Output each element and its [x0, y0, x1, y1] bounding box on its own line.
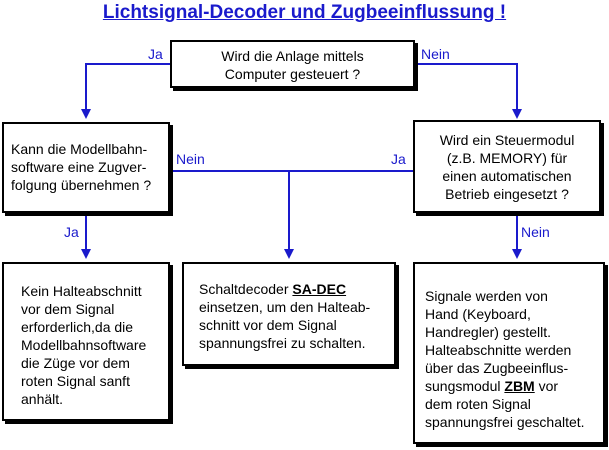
page-title: Lichtsignal-Decoder und Zugbeeinflussung…: [102, 2, 507, 23]
result-3-line-7: dem roten Signal: [425, 396, 531, 412]
label-nein-q2: Nein: [176, 151, 205, 167]
result-1-line-4: Modellbahnsoftware: [21, 337, 147, 353]
question-steuermodul-line-3: einen automatischen: [442, 168, 572, 184]
result-3-line-2: Hand (Keyboard,: [425, 306, 531, 322]
result-3-line-6: sungsmodul ZBM vor: [425, 377, 603, 395]
result-no-halteabschnitt-box: Kein Halteabschnitt vor dem Signal erfor…: [2, 262, 170, 421]
result-1-line-5: die Züge vor dem: [21, 355, 130, 371]
result-3-line-3: Handregler) gestellt.: [425, 324, 552, 340]
question-computer-box: Wird die Anlage mittels Computer gesteue…: [170, 40, 415, 88]
result-2-line-4: spannungsfrei zu schalten.: [199, 335, 366, 351]
result-3-line-8: spannungsfrei geschaltet.: [425, 414, 585, 430]
result-3-post: vor: [534, 378, 559, 394]
result-1-line-6: roten Signal sanft: [21, 373, 130, 389]
result-2-pre: Schaltdecoder: [199, 281, 293, 297]
result-zbm-box: Signale werden von Hand (Keyboard, Handr…: [413, 262, 605, 444]
product-zbm: ZBM: [504, 378, 535, 394]
result-3-line-1: Signale werden von: [425, 288, 548, 304]
question-computer-line-2: Computer gesteuert ?: [224, 66, 361, 82]
question-steuermodul-box: Wird ein Steuermodul (z.B. MEMORY) für e…: [413, 120, 601, 213]
question-steuermodul-line-1: Wird ein Steuermodul: [439, 132, 575, 148]
question-software-line-2: software eine Zugver-: [11, 159, 147, 175]
result-sa-dec-box: Schaltdecoder SA-DEC einsetzen, um den H…: [182, 262, 396, 366]
result-3-pre: sungsmodul: [425, 378, 505, 394]
label-ja-q2: Ja: [64, 224, 79, 240]
result-1-line-2: vor dem Signal: [21, 301, 115, 317]
product-sa-dec: SA-DEC: [292, 281, 347, 297]
result-2-line-2: einsetzen, um den Halteab-: [199, 299, 371, 315]
result-1-line-7: anhält.: [21, 391, 64, 407]
label-ja-q1: Ja: [148, 46, 163, 62]
question-steuermodul-line-4: Betrieb eingesetzt ?: [445, 186, 569, 202]
label-nein-q1: Nein: [421, 46, 450, 62]
arrow-q1-nein: [415, 63, 522, 119]
result-1-line-3: erforderlich,da die: [21, 319, 134, 335]
question-computer-line-1: Wird die Anlage mittels: [221, 48, 364, 64]
label-ja-q3: Ja: [391, 151, 406, 167]
question-software-box: Kann die Modellbahn- software eine Zugve…: [2, 122, 170, 213]
result-3-line-4: Halteabschnitte werden: [425, 342, 572, 358]
question-software-line-1: Kann die Modellbahn-: [11, 141, 148, 157]
question-software-line-3: folgung übernehmen ?: [11, 177, 152, 193]
result-3-line-5: über das Zugbeeinflus-: [425, 360, 569, 376]
result-1-line-1: Kein Halteabschnitt: [21, 283, 142, 299]
result-2-line-3: schnitt vor dem Signal: [199, 317, 337, 333]
question-steuermodul-line-2: (z.B. MEMORY) für: [446, 150, 568, 166]
arrow-q1-ja: [81, 63, 170, 119]
result-2-line-1: Schaltdecoder SA-DEC: [199, 280, 394, 298]
label-nein-q3: Nein: [521, 224, 550, 240]
